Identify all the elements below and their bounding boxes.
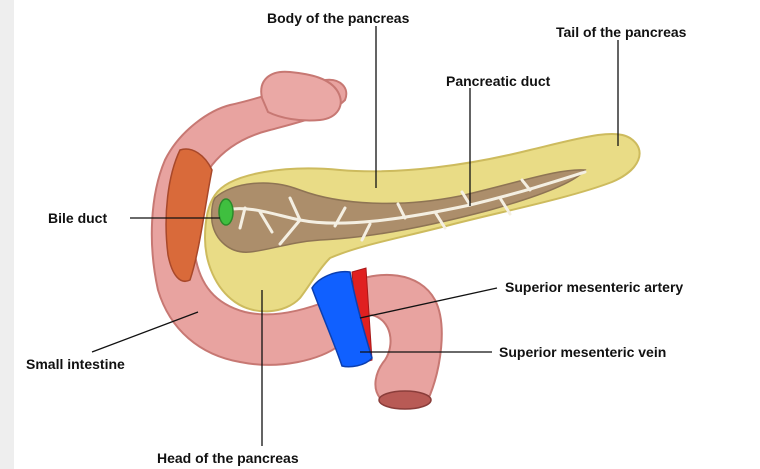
label-head-of-pancreas: Head of the pancreas — [157, 450, 299, 466]
label-superior-mesenteric-vein: Superior mesenteric vein — [499, 344, 666, 360]
bile-duct-shape — [219, 199, 233, 225]
label-small-intestine: Small intestine — [26, 356, 125, 372]
label-tail-of-pancreas: Tail of the pancreas — [556, 24, 686, 40]
label-body-of-pancreas: Body of the pancreas — [267, 10, 409, 26]
label-superior-mesenteric-artery: Superior mesenteric artery — [505, 279, 683, 295]
label-pancreatic-duct: Pancreatic duct — [446, 73, 550, 89]
label-bile-duct: Bile duct — [48, 210, 107, 226]
